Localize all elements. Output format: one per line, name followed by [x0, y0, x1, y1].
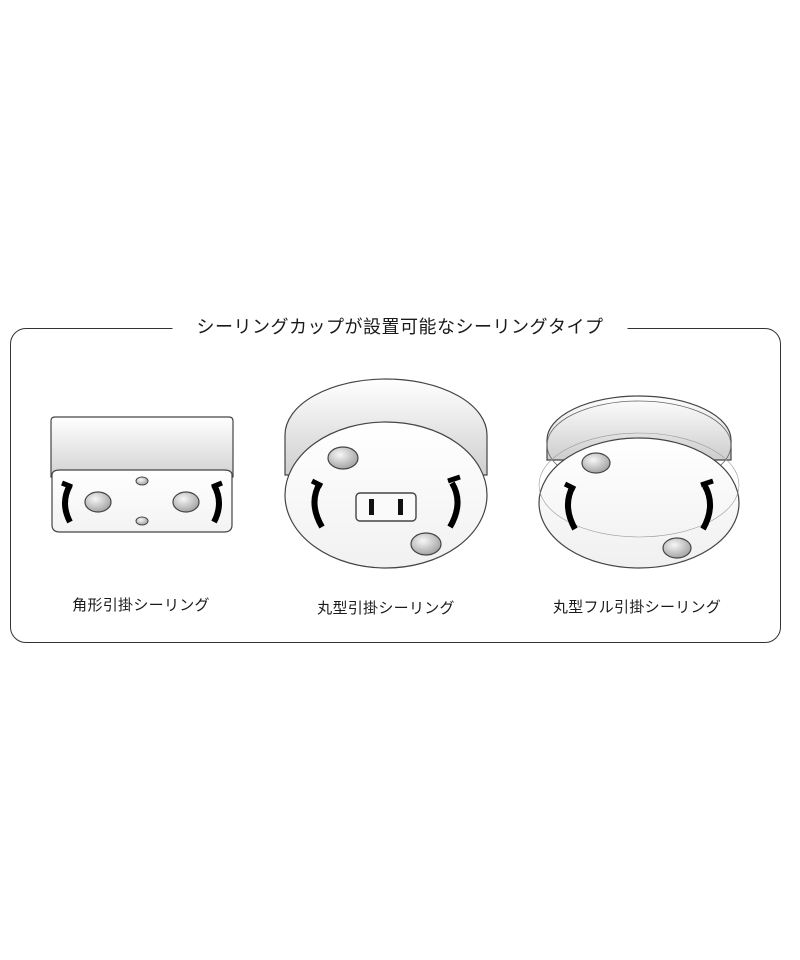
square-ceiling-label: 角形引掛シーリング: [72, 596, 210, 614]
panel-title: シーリングカップが設置可能なシーリングタイプ: [172, 314, 628, 342]
round-full-ceiling-fixture: [535, 385, 743, 575]
round-full-ceiling-label: 丸型フル引掛シーリング: [552, 598, 722, 616]
round-ceiling-label: 丸型引掛シーリング: [317, 599, 455, 617]
square-ceiling-fixture: [48, 415, 236, 535]
round-ceiling-fixture: [280, 375, 492, 571]
